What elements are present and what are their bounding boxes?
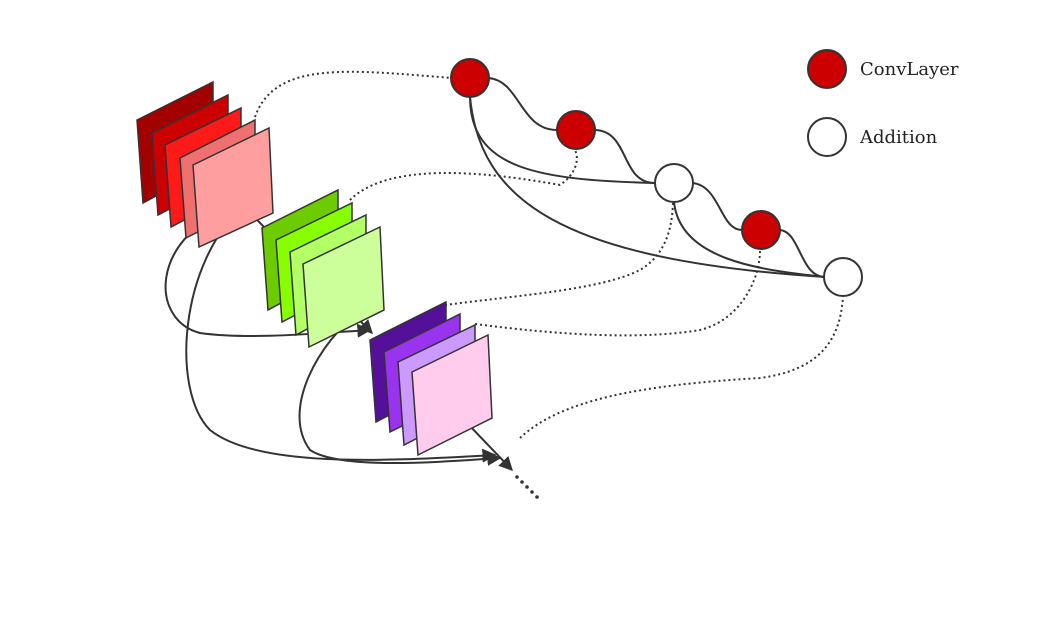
dotted-link-block3-conv3 xyxy=(474,249,761,337)
continuation-dots xyxy=(515,475,539,499)
conv-node-2 xyxy=(556,110,596,150)
edge-conv3-add2 xyxy=(778,229,826,278)
edge-conv1-conv2 xyxy=(487,77,558,131)
feature-map-1e xyxy=(192,126,274,249)
dense-block-1 xyxy=(136,80,274,249)
skip-arrow-2 xyxy=(185,204,497,463)
dense-block-2 xyxy=(261,188,385,349)
legend-add-swatch xyxy=(807,117,847,157)
conv-node-1 xyxy=(450,58,490,98)
graph-nodes xyxy=(450,58,863,297)
feature-map-2d xyxy=(302,225,385,349)
edge-add1-conv3 xyxy=(691,182,743,231)
dotted-link-block3-add1 xyxy=(444,202,674,306)
dotted-link-block2-conv2 xyxy=(349,149,578,201)
dotted-link-output-add2 xyxy=(519,296,844,439)
dense-block-3 xyxy=(369,300,493,457)
skip-arrow-3 xyxy=(298,311,502,466)
addition-node-1 xyxy=(654,163,694,203)
legend: ConvLayer Addition xyxy=(807,49,959,157)
graph-edges xyxy=(469,77,826,278)
edge-add1-add2 xyxy=(673,201,826,278)
legend-conv-swatch xyxy=(807,49,847,89)
dotted-connectors xyxy=(254,70,844,439)
conv-node-3 xyxy=(741,210,781,250)
edge-conv2-add1 xyxy=(593,129,656,184)
addition-node-2 xyxy=(823,257,863,297)
legend-conv-label: ConvLayer xyxy=(860,59,959,80)
feature-map-3d xyxy=(411,333,493,457)
legend-add-label: Addition xyxy=(859,127,938,148)
edge-conv1-add2 xyxy=(469,96,826,278)
dotted-link-block1-conv1 xyxy=(254,70,453,118)
